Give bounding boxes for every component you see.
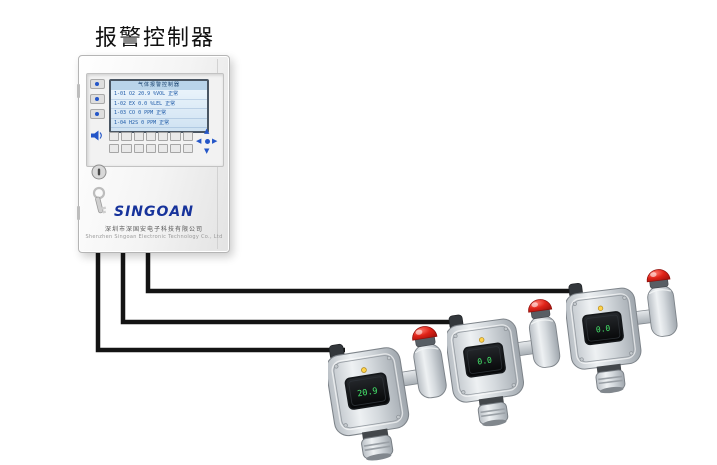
lcd-screen: 气体报警控制器 1-01 O2 20.9 %VOL 正常 1-02 EX 0.0… [109, 79, 209, 133]
company-name-cn: 深圳市深国安电子科技有限公司 [104, 226, 203, 233]
detector-reading: 20.9 [357, 386, 379, 399]
panel-key [145, 144, 157, 153]
cable-to-detector-1 [95, 246, 345, 353]
alarm-controller: 气体报警控制器 1-01 O2 20.9 %VOL 正常 1-02 EX 0.0… [77, 55, 230, 253]
panel-key [109, 132, 120, 141]
panel-key [182, 144, 193, 153]
panel-key [158, 132, 169, 141]
panel-side-button [90, 79, 105, 89]
cable-to-detector-3 [145, 246, 581, 294]
lcd-row: 1-01 O2 20.9 %VOL 正常 [111, 90, 207, 100]
gas-detector-2: 0.0 [447, 296, 567, 428]
panel-key [121, 132, 132, 141]
panel-side-button [90, 94, 105, 104]
hinge [77, 84, 80, 98]
panel-key [170, 144, 181, 153]
control-panel: 气体报警控制器 1-01 O2 20.9 %VOL 正常 1-02 EX 0.0… [86, 73, 224, 167]
panel-key [158, 144, 169, 153]
panel-key [109, 144, 120, 153]
lcd-row: 1-02 EX 0.0 %LEL 正常 [111, 100, 207, 109]
key-lock [91, 164, 107, 214]
panel-key [170, 132, 181, 141]
indicator-dot [95, 112, 99, 116]
arrow-up-icon: ▲ [204, 127, 210, 135]
arrow-left-icon: ◀ [196, 137, 202, 145]
arrow-down-icon: ▼ [204, 147, 210, 155]
gas-detector-3: 0.0 [566, 267, 684, 395]
detector-reading: 0.0 [477, 355, 493, 367]
lcd-header: 气体报警控制器 [111, 81, 207, 90]
lcd-row: 1-03 CO 0 PPM 正常 [111, 109, 207, 119]
dpad: ▲ ◀ ▶ ▼ [195, 128, 221, 160]
speaker-icon [90, 127, 107, 146]
brand-logo: SINGOAN [114, 204, 194, 220]
lcd-row: 1-04 H2S 0 PPM 正常 [111, 119, 207, 128]
page-title: 报警控制器 [95, 26, 216, 51]
gas-detector-1: 20.9 [328, 323, 454, 462]
indicator-dot [95, 97, 99, 101]
function-keys [109, 132, 193, 156]
ok-button-icon [205, 139, 210, 144]
hinge [77, 206, 80, 220]
arrow-right-icon: ▶ [212, 137, 218, 145]
panel-key [121, 144, 132, 153]
indicator-dot [95, 82, 99, 86]
panel-key [182, 132, 193, 141]
company-name-en: Shenzhen Singoan Electronic Technology C… [85, 234, 223, 240]
panel-key [133, 132, 144, 141]
detector-reading: 0.0 [595, 324, 611, 335]
panel-key [145, 132, 157, 141]
cable-to-detector-2 [120, 246, 462, 325]
panel-key [133, 144, 144, 153]
panel-side-button [90, 109, 105, 119]
side-button-column [90, 79, 107, 146]
